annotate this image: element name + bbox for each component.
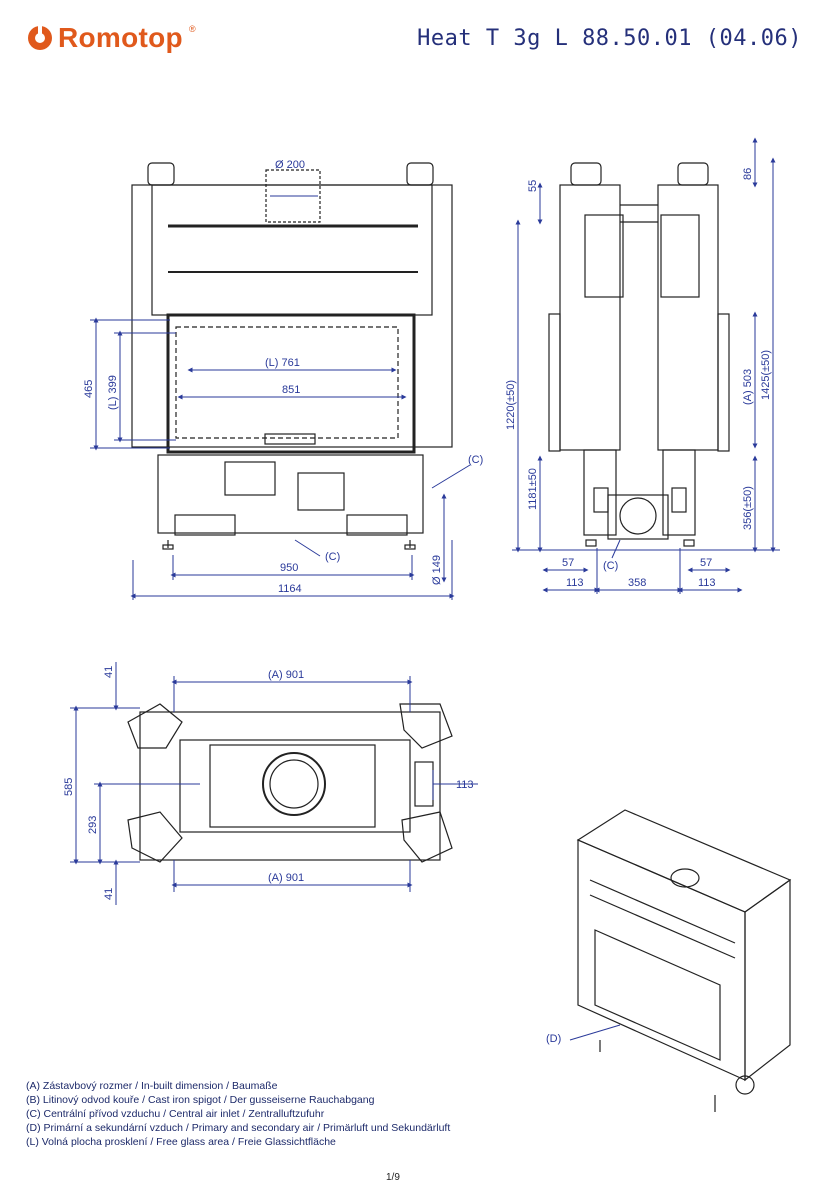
label-bottom-small: 41 <box>103 888 115 900</box>
flue-spigot <box>265 169 321 223</box>
door-handle <box>264 433 316 445</box>
romotop-logo: Romotop ® <box>28 22 196 54</box>
side-view <box>548 162 730 547</box>
side-left-column <box>559 184 621 451</box>
romotop-logo-icon <box>28 26 52 50</box>
legend-d: (D) Primární a sekundární vzduch / Prima… <box>26 1122 451 1134</box>
label-height-right-total: 1425(±50) <box>760 350 772 400</box>
label-top-width: (A) 901 <box>268 669 304 681</box>
top-labels: (A) 901 (A) 901 585 293 41 41 113 <box>63 666 474 900</box>
label-57-right: 57 <box>700 557 712 569</box>
iso-view <box>576 809 792 1112</box>
label-358: 358 <box>628 577 646 589</box>
legend-b: (B) Litinový odvod kouře / Cast iron spi… <box>26 1094 375 1106</box>
front-base-vent-left <box>224 461 276 496</box>
front-labels: Ø 200 (L) 761 851 465 (L) 399 (C) (C) 95… <box>83 159 483 595</box>
top-corner-br <box>401 811 453 863</box>
label-total-width: 1164 <box>278 583 302 595</box>
glass-area <box>175 326 399 439</box>
top-view-body <box>139 711 441 861</box>
label-depth: 585 <box>63 778 75 796</box>
side-air-inlet <box>619 497 657 535</box>
label-right-small: 113 <box>456 779 474 791</box>
side-dimensions <box>512 137 780 594</box>
document-title: Heat T 3g L 88.50.01 (04.06) <box>417 26 802 51</box>
page-number: 1/9 <box>386 1172 400 1183</box>
brand-name: Romotop <box>58 22 183 53</box>
legend-l: (L) Volná plocha prosklení / Free glass … <box>26 1136 336 1148</box>
label-glass-width: (L) 761 <box>265 357 300 369</box>
label-top-small: 41 <box>103 666 115 678</box>
label-opening-height: 465 <box>83 380 95 398</box>
label-callout-c-bottom: (C) <box>325 551 340 563</box>
front-handle-right <box>406 162 434 186</box>
label-113-left: 113 <box>566 577 584 589</box>
legend-a: (A) Zástavbový rozmer / In-built dimensi… <box>26 1080 278 1092</box>
label-bottom-width: (A) 901 <box>268 872 304 884</box>
label-57-left: 57 <box>562 557 574 569</box>
label-low-left: 1181±50 <box>527 468 539 510</box>
label-flue-dia: Ø 200 <box>275 159 305 171</box>
label-center: 293 <box>87 816 99 834</box>
side-labels: 55 1220(±50) 1181±50 86 1425(±50) (A) 50… <box>505 168 772 589</box>
top-corner-tl <box>127 703 183 749</box>
front-view <box>131 162 453 550</box>
legend-c: (C) Centrální přívod vzduchu / Central a… <box>26 1108 325 1120</box>
top-corner-bl <box>127 811 183 863</box>
brand-registered-mark: ® <box>188 24 196 34</box>
label-air-inlet-dia: Ø 149 <box>431 555 443 585</box>
label-callout-c-side: (C) <box>468 454 483 466</box>
label-glass-height: (L) 399 <box>107 375 119 410</box>
top-dimensions <box>70 662 478 905</box>
label-built-in-right: (A) 503 <box>742 369 754 405</box>
iso-glass <box>594 929 721 1061</box>
legend: (A) Zástavbový rozmer / In-built dimensi… <box>26 1079 450 1149</box>
front-base <box>157 454 424 534</box>
iso-flue <box>670 868 700 888</box>
top-corner-tr <box>399 703 453 749</box>
top-flue-ring <box>262 752 326 816</box>
front-handle-left <box>147 162 175 186</box>
label-113-right: 113 <box>698 577 716 589</box>
label-opening-width: 851 <box>282 384 300 396</box>
label-callout-d: (D) <box>546 1033 561 1045</box>
label-height-left: 1220(±50) <box>505 380 517 430</box>
iso-top-face <box>576 809 792 913</box>
label-base-width: 950 <box>280 562 298 574</box>
label-top-offset: 55 <box>527 180 539 192</box>
label-top-right: 86 <box>742 168 754 180</box>
front-base-vent-right <box>297 472 345 511</box>
front-dimensions <box>90 195 471 600</box>
label-low-right: 356(±50) <box>742 486 754 530</box>
label-callout-c-side-view: (C) <box>603 560 618 572</box>
iso-dimensions <box>569 1024 621 1041</box>
top-view <box>127 703 453 863</box>
firebox-opening <box>166 313 416 454</box>
side-right-column <box>657 184 719 451</box>
iso-side-face <box>744 878 791 1082</box>
front-upper-panel <box>151 184 433 316</box>
